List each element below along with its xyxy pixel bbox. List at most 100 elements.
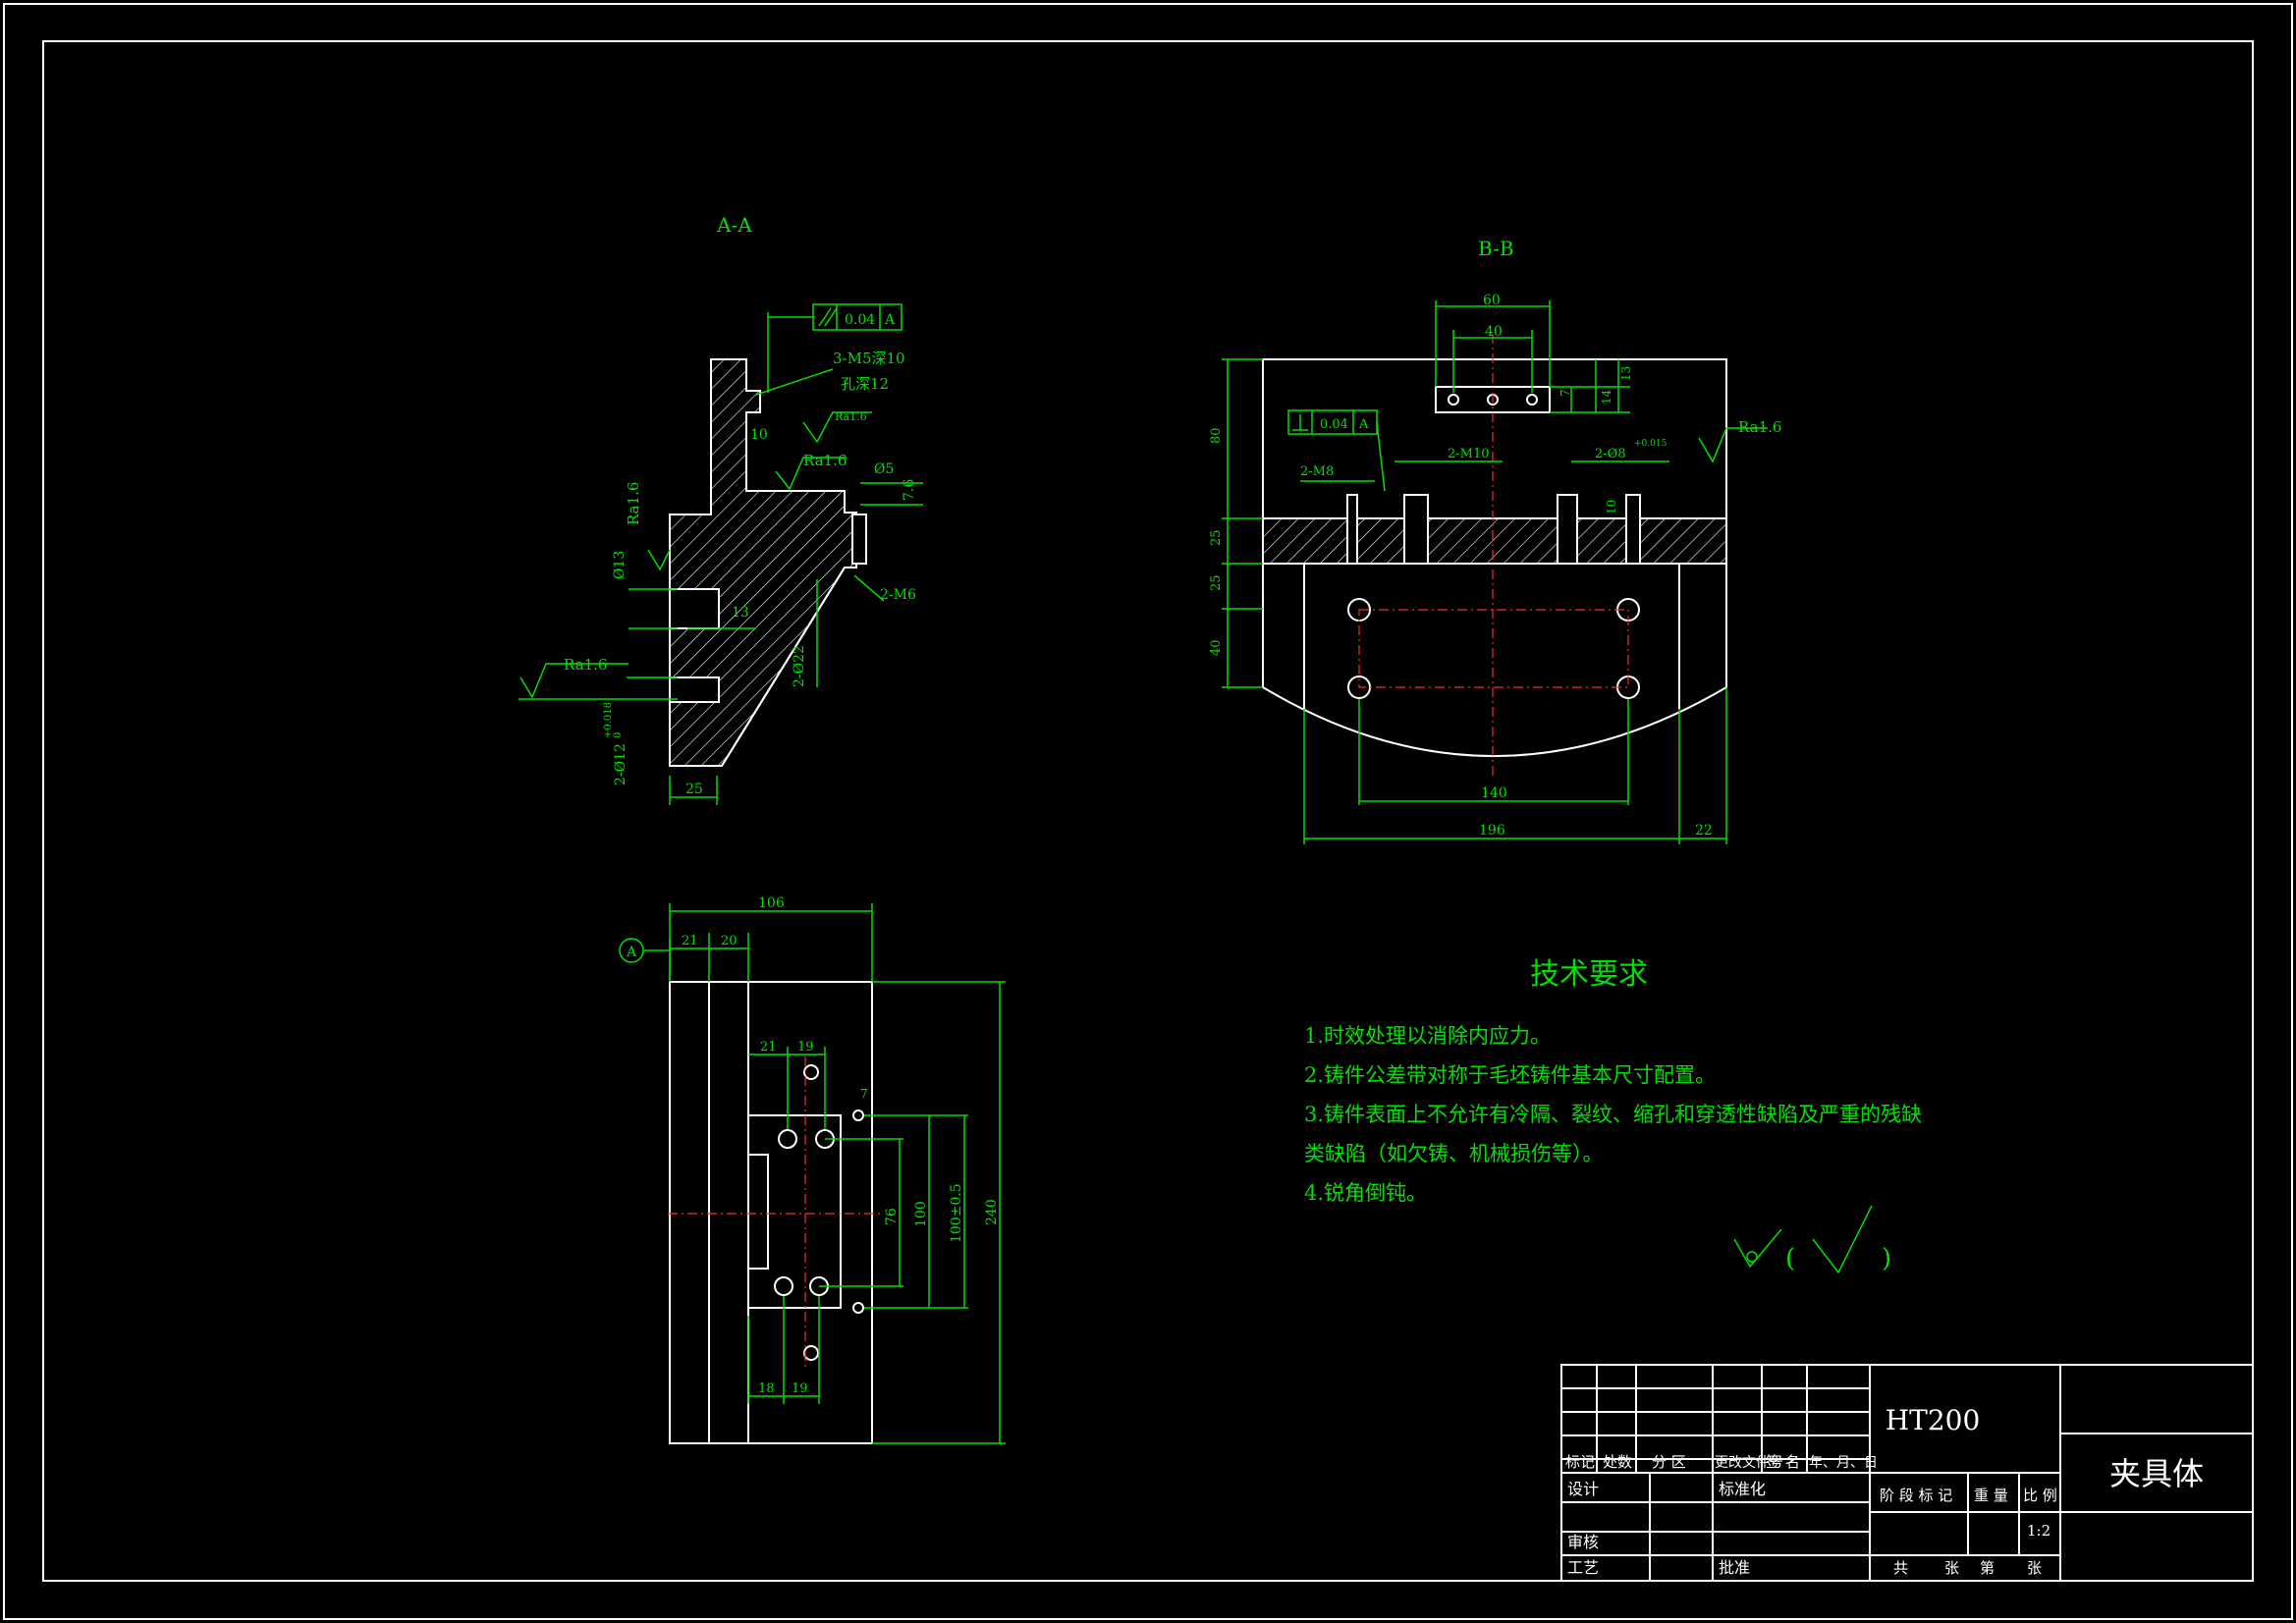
svg-text:+0.015: +0.015 [1634,439,1667,449]
svg-text:18: 18 [758,1381,775,1396]
svg-text:Ra1.6: Ra1.6 [625,482,642,525]
svg-text:13: 13 [732,605,749,621]
svg-text:13: 13 [1619,366,1633,381]
svg-text:阶 段 标 记: 阶 段 标 记 [1880,1487,1952,1504]
svg-text:签 名: 签 名 [1766,1453,1800,1471]
svg-text:40: 40 [1209,639,1224,656]
tech-item-4: 类缺陷（如欠铸、机械损伤等）。 [1304,1142,1604,1165]
svg-text:A: A [626,945,637,960]
svg-text:设计: 设计 [1567,1480,1599,1498]
tech-title: 技术要求 [1530,957,1648,992]
material-label: HT200 [1886,1404,1981,1436]
tech-requirements: 技术要求 1.时效处理以消除内应力。 2.铸件公差带对称于毛坯铸件基本尺寸配置。… [1304,957,1922,1274]
svg-text:批准: 批准 [1719,1558,1750,1577]
front-datum-marker [619,938,644,963]
svg-text:2-Ø8: 2-Ø8 [1595,447,1626,461]
svg-text:22: 22 [1695,823,1713,839]
svg-text:25: 25 [1209,529,1224,546]
svg-text:21: 21 [682,934,698,948]
svg-text:A: A [884,312,896,328]
svg-text:140: 140 [1481,785,1507,801]
svg-text:): ) [1882,1244,1891,1273]
front-view: A 106 21 20 21 19 7 76 100 100±0.5 240 1… [619,895,1006,1444]
svg-text:Ø5: Ø5 [874,461,894,477]
svg-text:第: 第 [1980,1559,1995,1577]
svg-text:240: 240 [984,1199,1000,1225]
tech-item-5: 4.锐角倒钝。 [1304,1181,1427,1205]
svg-text:60: 60 [1483,293,1501,308]
svg-text:2-M10: 2-M10 [1448,447,1490,461]
svg-text:20: 20 [721,934,738,948]
svg-text:2-Ø22: 2-Ø22 [792,645,807,687]
svg-text:25: 25 [1209,574,1224,591]
svg-text:76: 76 [884,1208,900,1225]
svg-text:标记: 标记 [1565,1453,1595,1471]
svg-text:共: 共 [1893,1559,1908,1577]
svg-text:审核: 审核 [1567,1533,1599,1551]
tech-item-3: 3.铸件表面上不允许有冷隔、裂纹、缩孔和穿透性缺陷及严重的残缺 [1304,1103,1922,1126]
section-aa-label: A-A [716,213,752,237]
svg-text:重 量: 重 量 [1974,1487,2008,1504]
roughness-symbol-icon [1733,1228,1782,1269]
part-name: 夹具体 [2109,1455,2204,1492]
inner-frame [42,40,2254,1582]
svg-text:2-Ø12: 2-Ø12 [613,743,629,785]
svg-text:10: 10 [750,427,768,443]
tech-item-2: 2.铸件公差带对称于毛坯铸件基本尺寸配置。 [1304,1063,1716,1087]
svg-text:196: 196 [1479,823,1505,839]
svg-text:工艺: 工艺 [1567,1558,1599,1577]
svg-text:处数: 处数 [1603,1453,1632,1471]
svg-text:2-M8: 2-M8 [1300,464,1334,479]
section-bb-label: B-B [1478,237,1514,260]
svg-text:更改文件号: 更改文件号 [1715,1455,1783,1471]
svg-text:孔深12: 孔深12 [841,375,889,393]
svg-text:0.04: 0.04 [845,312,875,328]
svg-text:3-M5深10: 3-M5深10 [833,350,905,367]
svg-text:7: 7 [860,1087,868,1101]
svg-text:Ra1.6: Ra1.6 [835,410,867,423]
svg-text:+0.018: +0.018 [603,702,614,738]
svg-text:14: 14 [1600,389,1613,405]
svg-text:2-M6: 2-M6 [880,587,916,603]
svg-text:10: 10 [1605,500,1618,514]
svg-text:0.04: 0.04 [1320,417,1348,432]
svg-text:张: 张 [2027,1559,2042,1577]
svg-text:标准化: 标准化 [1719,1480,1766,1498]
svg-text:19: 19 [792,1381,808,1396]
aa-rib-edge [721,567,846,767]
svg-text:7: 7 [1558,389,1572,397]
aa-bore-upper [669,588,720,629]
svg-text:Ø13: Ø13 [612,551,628,579]
svg-text:100: 100 [913,1201,929,1227]
svg-text:Ra1.6: Ra1.6 [564,656,607,674]
roughness-check-icon [1812,1205,1873,1274]
svg-text:比 例: 比 例 [2023,1487,2057,1504]
svg-text:(: ( [1785,1244,1795,1273]
svg-text:80: 80 [1209,427,1224,444]
svg-text:Ra1.6: Ra1.6 [803,452,847,469]
svg-text:分 区: 分 区 [1652,1453,1686,1471]
bb-lower-body [1262,563,1727,757]
title-block: 标记 处数 分 区 更改文件号 签 名 年、月、日 设计 标准化 审核 工艺 批… [1560,1364,2254,1582]
tech-item-1: 1.时效处理以消除内应力。 [1304,1024,1551,1048]
svg-text:0: 0 [613,732,624,738]
svg-text:106: 106 [758,895,785,911]
svg-text:19: 19 [797,1040,814,1055]
svg-text:25: 25 [685,782,703,797]
outer-border [3,3,2293,1620]
svg-text:40: 40 [1485,324,1503,340]
front-outline [669,981,873,1444]
section-aa-view: A-A 0.04 A 3-M5深10 孔深12 10 Ra1.6 Ra1.6 Ø… [519,213,923,805]
svg-text:7.6: 7.6 [902,479,917,501]
aa-side-hole [851,514,867,565]
svg-text:100±0.5: 100±0.5 [949,1183,964,1243]
bb-hatched-band [1262,517,1727,565]
svg-text:1:2: 1:2 [2027,1522,2050,1540]
svg-text:21: 21 [760,1040,777,1055]
svg-text:年、月、日: 年、月、日 [1809,1455,1878,1471]
svg-text:张: 张 [1944,1559,1959,1577]
aa-bore-lower [669,676,720,703]
section-bb-view: B-B 60 40 7 14 13 80 25 25 40 [1209,237,1781,844]
svg-text:A: A [1358,417,1369,432]
